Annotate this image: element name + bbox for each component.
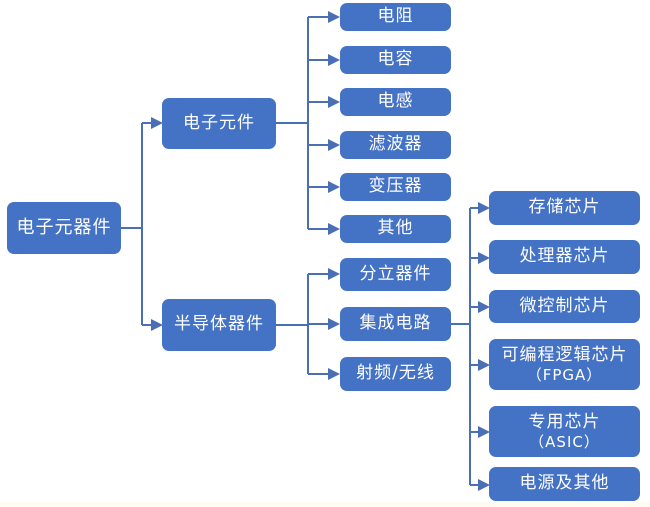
node-power-and-other-chips: 电源及其他	[489, 467, 640, 501]
node-fpga-chips: 可编程逻辑芯片 （FPGA）	[489, 339, 640, 390]
node-processor-chips: 处理器芯片	[489, 240, 640, 274]
node-label: 滤波器	[368, 134, 423, 155]
node-semiconductor-devices: 半导体器件	[162, 299, 276, 351]
node-resistor: 电阻	[340, 3, 451, 31]
node-label: 电感	[377, 91, 414, 112]
node-label: 半导体器件	[174, 314, 264, 335]
node-label: 专用芯片	[528, 411, 601, 432]
node-label: 电阻	[377, 6, 414, 27]
node-label: 变压器	[368, 176, 423, 197]
node-transformer: 变压器	[340, 173, 451, 201]
root-node: 电子元器件	[7, 202, 121, 254]
node-memory-chips: 存储芯片	[489, 191, 640, 225]
node-label: 可编程逻辑芯片	[501, 344, 628, 365]
node-label: 集成电路	[359, 313, 432, 334]
node-filter: 滤波器	[340, 131, 451, 159]
node-other-passive: 其他	[340, 215, 451, 243]
node-electronic-components: 电子元件	[162, 98, 276, 149]
node-label: 其他	[377, 218, 414, 239]
node-label: 分立器件	[359, 263, 432, 284]
node-label: 电子元件	[183, 112, 255, 133]
node-label: 处理器芯片	[519, 246, 610, 267]
node-asic-chips: 专用芯片 （ASIC）	[489, 406, 640, 457]
node-discrete-devices: 分立器件	[340, 258, 451, 291]
node-label: 电子元器件	[16, 216, 112, 238]
node-label: 电源及其他	[519, 473, 610, 494]
bottom-strip	[0, 502, 650, 507]
node-capacitor: 电容	[340, 46, 451, 74]
node-label: 射频/无线	[356, 363, 435, 384]
node-sublabel: （FPGA）	[526, 365, 603, 384]
node-sublabel: （ASIC）	[529, 432, 600, 451]
node-rf-wireless: 射频/无线	[340, 357, 451, 391]
node-label: 微控制芯片	[519, 295, 610, 316]
node-label: 存储芯片	[528, 197, 601, 218]
node-integrated-circuits: 集成电路	[340, 307, 451, 341]
node-microcontroller-chips: 微控制芯片	[489, 290, 640, 323]
node-inductor: 电感	[340, 88, 451, 116]
node-label: 电容	[377, 49, 414, 70]
